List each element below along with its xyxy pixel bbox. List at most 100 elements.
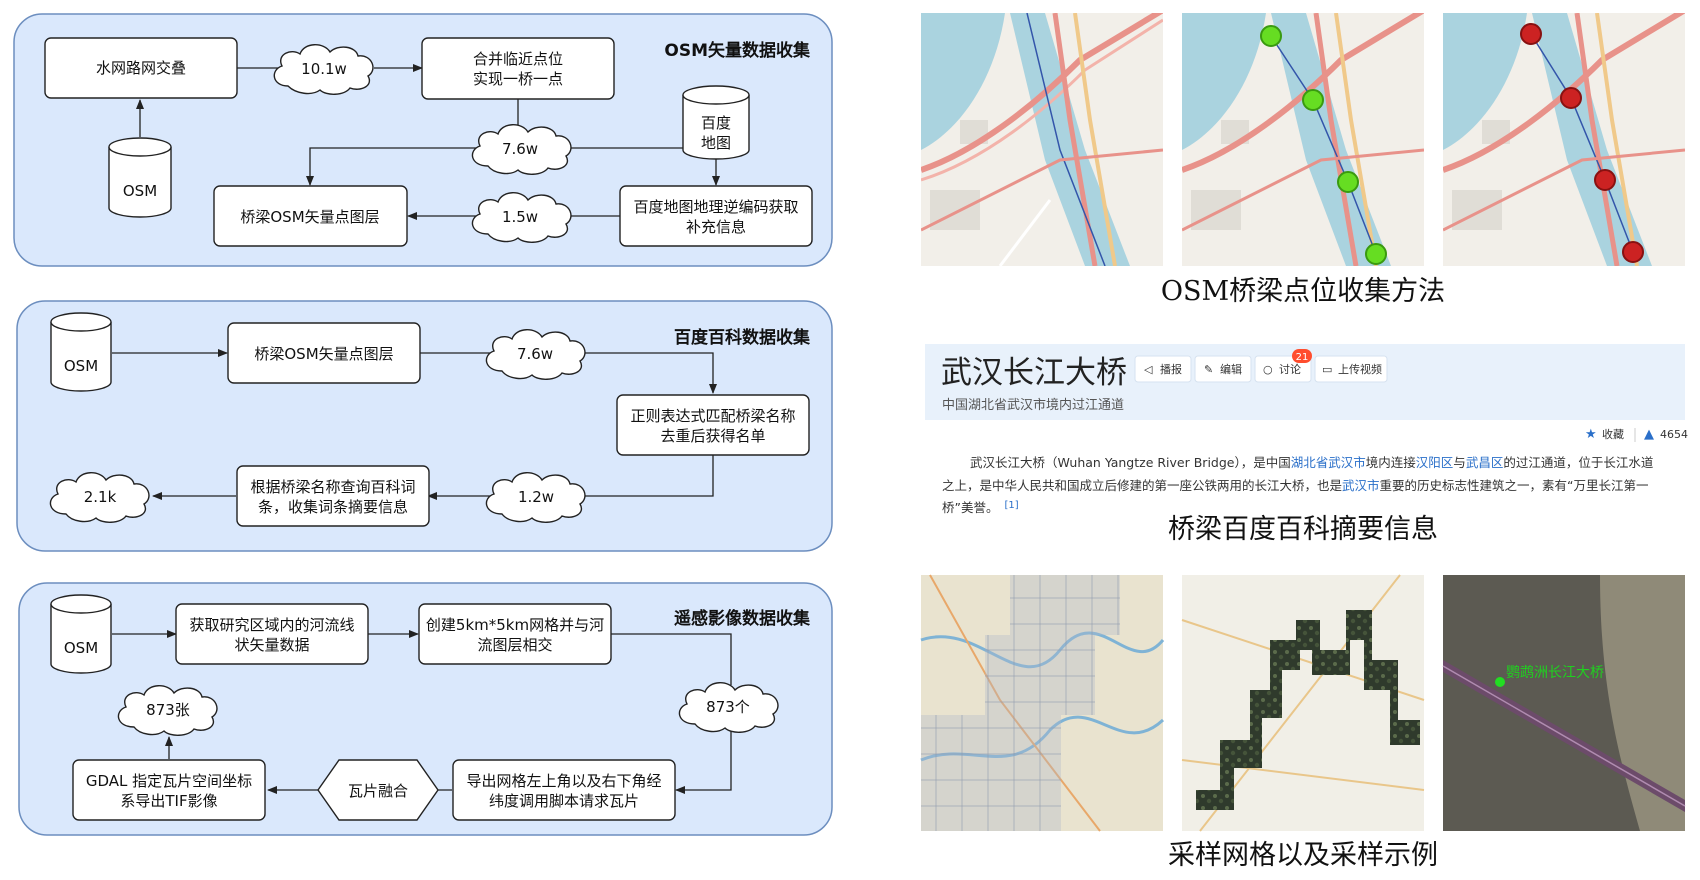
node-merge-label-2: 实现一桥一点 <box>473 70 563 88</box>
node-merge-label-1: 合并临近点位 <box>473 50 563 68</box>
svg-text:7.6w: 7.6w <box>502 140 538 158</box>
node-fuse: 瓦片融合 <box>317 759 439 821</box>
node-river-label-1: 获取研究区域内的河流线 <box>189 616 354 634</box>
osm-map-2 <box>1182 13 1424 266</box>
panel-osm: OSM矢量数据收集 水网路网交叠 10.1w 合并临近点位 实现一桥一点 OSM… <box>13 13 833 267</box>
node-geocode <box>619 185 813 247</box>
panel-rs-title: 遥感影像数据收集 <box>674 608 811 629</box>
node-regex <box>616 394 810 456</box>
svg-text:地图: 地图 <box>701 134 731 152</box>
node-grid-label-1: 创建5km*5km网格并与河 <box>426 616 604 634</box>
node-query-label-1: 根据桥梁名称查询百科词 <box>250 478 415 496</box>
cloud-10w: 10.1w <box>273 44 374 95</box>
cloud-873zhang: 873张 <box>117 685 218 736</box>
likes-count: 4654 <box>1660 428 1688 441</box>
pencil-icon: ✎ <box>1204 363 1213 376</box>
baike-btn-report[interactable] <box>1134 355 1192 383</box>
node-grid-label-2: 流图层相交 <box>477 636 552 654</box>
panel-baike: 百度百科数据收集 OSM 桥梁OSM矢量点图层 7.6w 正则表达式匹配桥梁名称… <box>16 300 833 552</box>
caption-osm: OSM桥梁点位收集方法 <box>1161 276 1445 307</box>
node-layer-2-label: 桥梁OSM矢量点图层 <box>254 345 393 363</box>
edge-regex-cloud12 <box>582 455 714 497</box>
node-merge <box>421 37 615 100</box>
marker-red <box>1520 23 1542 45</box>
baike-btn-discuss-label: 讨论 <box>1279 362 1301 376</box>
chat-icon: ○ <box>1263 363 1273 376</box>
sat-bridge-label: 鹦鹉洲长江大桥 <box>1506 665 1604 681</box>
svg-text:7.6w: 7.6w <box>517 345 553 363</box>
node-export-label-2: 纬度调用脚本请求瓦片 <box>489 792 639 810</box>
node-export <box>452 759 676 821</box>
grid-map-3: 鹦鹉洲长江大桥 <box>1442 575 1686 831</box>
grid-map-2 <box>1181 574 1425 832</box>
video-icon: ▭ <box>1322 363 1332 376</box>
speaker-icon: ◁ <box>1144 363 1153 376</box>
node-geocode-label-2: 补充信息 <box>686 218 746 236</box>
marker-green <box>1365 243 1387 265</box>
marker-red <box>1560 87 1582 109</box>
cloud-873ge: 873个 <box>678 682 779 733</box>
osm-map-1 <box>921 13 1163 266</box>
node-layer <box>213 185 408 247</box>
db-osm-2: OSM <box>50 312 112 392</box>
panel-osm-title: OSM矢量数据收集 <box>664 40 811 61</box>
edge-cloud-regex <box>580 352 717 394</box>
baike-snippet: 武汉长江大桥 播报 ◁ 编辑 ✎ 讨论 ○ 21 上传视频 ▭ 中国湖北省武汉市… <box>925 344 1688 515</box>
baike-btn-upload[interactable] <box>1314 355 1388 383</box>
marker-green <box>1260 25 1282 47</box>
baike-btn-edit[interactable] <box>1194 355 1252 383</box>
svg-text:瓦片融合: 瓦片融合 <box>348 782 408 800</box>
baike-btn-edit-label: 编辑 <box>1220 362 1242 376</box>
node-layer-2 <box>227 322 421 384</box>
baike-para-line-1: 武汉长江大桥（Wuhan Yangtze River Bridge），是中国湖北… <box>970 455 1654 470</box>
baike-para-line-3: 桥”美誉。[1] <box>942 500 1019 515</box>
svg-text:1.5w: 1.5w <box>502 208 538 226</box>
baike-btn-upload-label: 上传视频 <box>1338 362 1382 376</box>
node-geocode-label-1: 百度地图地理逆编码获取 <box>633 198 798 216</box>
cloud-76w: 7.6w <box>471 124 572 175</box>
collect-label[interactable]: 收藏 <box>1602 427 1624 441</box>
db-baidu: 百度 地图 <box>682 85 750 160</box>
marker-green <box>1302 89 1324 111</box>
svg-text:10.1w: 10.1w <box>301 60 347 78</box>
node-regex-label-2: 去重后获得名单 <box>660 427 765 445</box>
node-gdal-label-2: 系导出TIF影像 <box>120 792 217 810</box>
svg-text:OSM: OSM <box>64 639 98 657</box>
svg-text:2.1k: 2.1k <box>84 488 117 506</box>
marker-green <box>1337 171 1359 193</box>
node-overlay <box>44 37 238 99</box>
panel-rs: 遥感影像数据收集 OSM 获取研究区域内的河流线 状矢量数据 创建5km*5km… <box>18 582 833 836</box>
grid-map-1 <box>920 574 1165 832</box>
node-gdal-label-1: GDAL 指定瓦片空间坐标 <box>86 772 252 790</box>
db-osm-3: OSM <box>50 594 112 674</box>
svg-text:873个: 873个 <box>706 698 750 716</box>
cloud-21k: 2.1k <box>49 472 150 523</box>
svg-text:OSM: OSM <box>123 182 157 200</box>
baike-subtitle: 中国湖北省武汉市境内过江通道 <box>942 397 1124 413</box>
thumb-up-icon[interactable]: ▲ <box>1644 427 1654 442</box>
marker-red <box>1622 241 1644 263</box>
sample-point-marker <box>1495 677 1505 687</box>
node-river-label-2: 状矢量数据 <box>234 636 309 654</box>
node-query <box>236 465 430 527</box>
cloud-76w-2: 7.6w <box>485 329 586 380</box>
db-osm: OSM <box>108 137 172 218</box>
svg-text:OSM: OSM <box>64 357 98 375</box>
baike-btn-report-label: 播报 <box>1160 362 1182 376</box>
star-icon[interactable]: ★ <box>1585 427 1597 442</box>
caption-baike: 桥梁百度百科摘要信息 <box>1168 514 1438 545</box>
sample-grid-mask <box>1196 610 1420 810</box>
node-river <box>175 603 369 665</box>
node-grid <box>418 603 612 665</box>
discuss-badge <box>1292 349 1312 363</box>
marker-red <box>1594 169 1616 191</box>
node-layer-label: 桥梁OSM矢量点图层 <box>240 208 379 226</box>
osm-map-3 <box>1443 13 1685 266</box>
edge-cloud76-layer <box>306 147 478 186</box>
cloud-15w: 1.5w <box>471 192 572 243</box>
node-regex-label-1: 正则表达式匹配桥梁名称 <box>630 407 795 425</box>
panel-baike-title: 百度百科数据收集 <box>674 327 811 348</box>
discuss-badge-count: 21 <box>1296 352 1309 363</box>
svg-text:百度: 百度 <box>701 114 731 132</box>
